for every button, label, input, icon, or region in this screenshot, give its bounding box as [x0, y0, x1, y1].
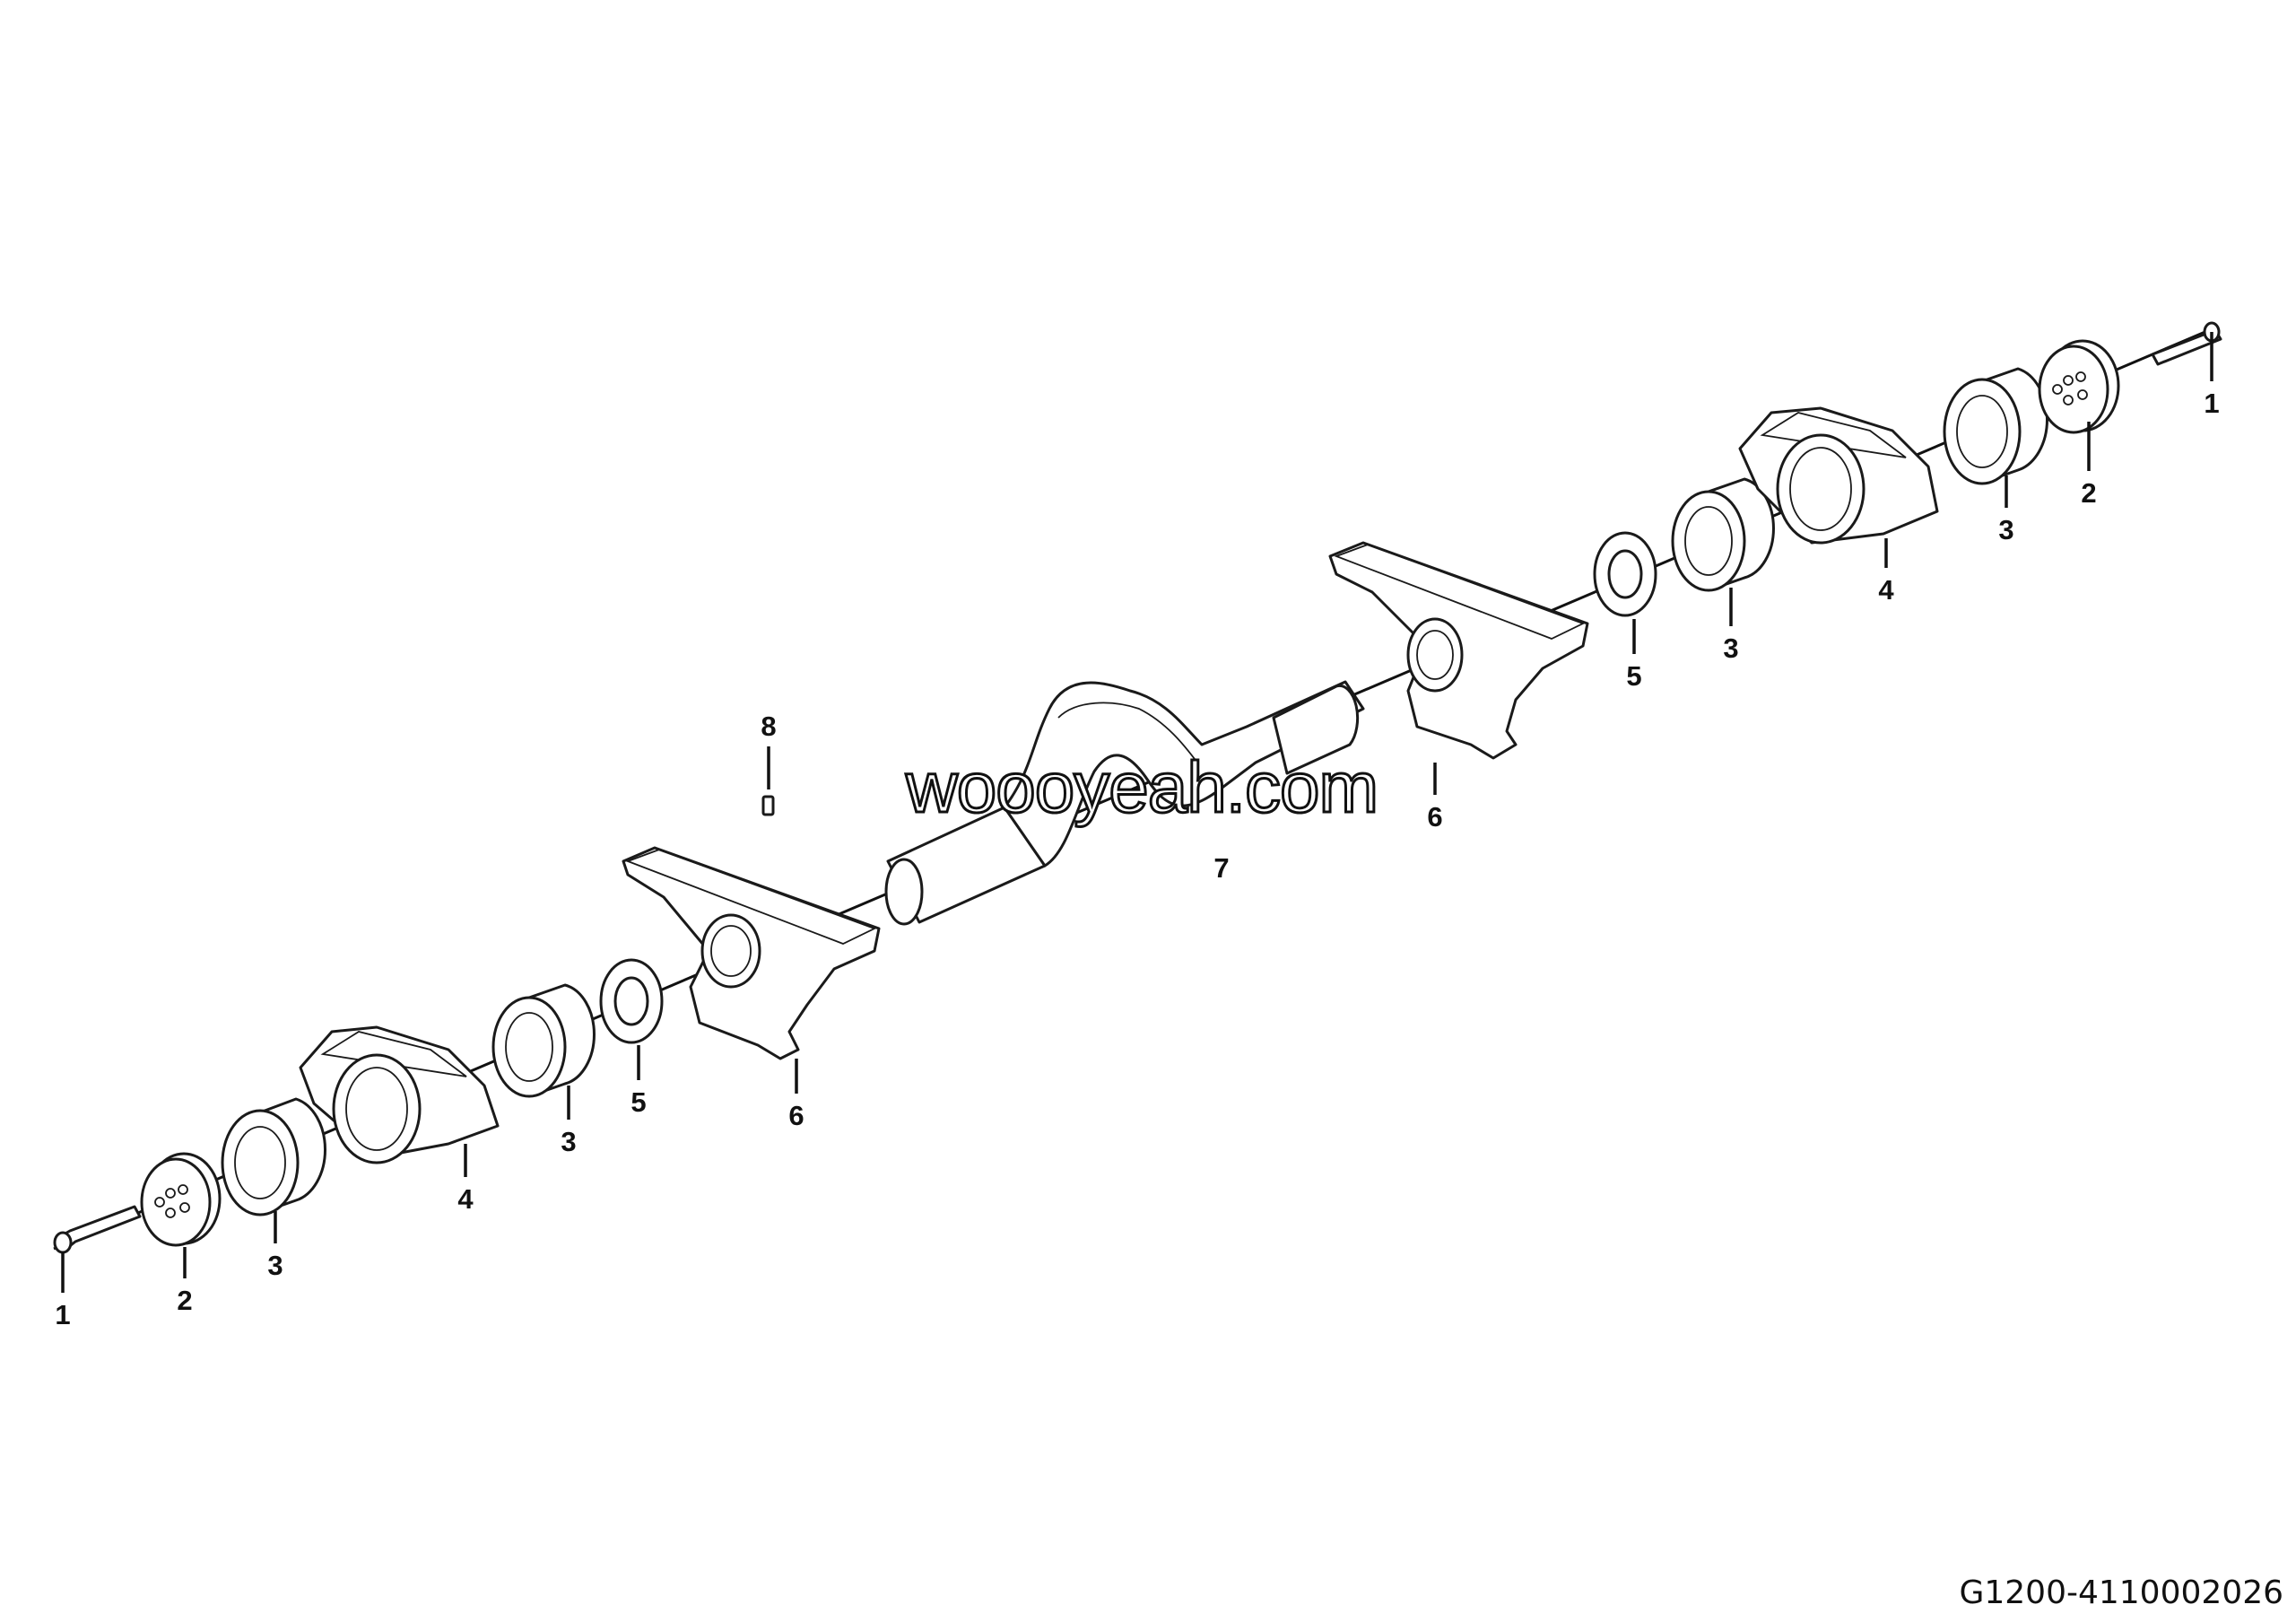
washer-disc-left: [140, 1152, 222, 1247]
callout-3: 3: [561, 1126, 576, 1157]
callout-4: 4: [457, 1183, 474, 1215]
callout-6: 6: [1427, 801, 1442, 833]
bushing-left-outer: [221, 1097, 326, 1216]
callout-3: 3: [267, 1250, 283, 1281]
washer-disc-right: [2038, 339, 2120, 434]
bushing-left-inner: [491, 983, 596, 1098]
bracket-left: [622, 846, 881, 1060]
callout-3: 3: [1998, 514, 2013, 545]
callout-8: 8: [761, 711, 776, 742]
bearing-block-left: [299, 1025, 500, 1164]
pin: [761, 795, 775, 816]
callout-labels: 1 2 3 4 5 6 7 8 6 5 3 4 3 2 1 3: [55, 332, 2220, 1330]
thrust-washer-left: [599, 958, 664, 1044]
callout-2: 2: [2081, 477, 2096, 509]
callout-3: 3: [1723, 632, 1738, 664]
callout-7: 7: [1213, 852, 1229, 884]
bearing-block-right: [1738, 406, 1939, 545]
bushing-right-inner: [1671, 477, 1775, 592]
drawing-code: G1200-4110002026: [1959, 1574, 2283, 1611]
bolt-left: [53, 1205, 142, 1254]
callout-6: 6: [788, 1100, 804, 1131]
callout-1: 1: [55, 1299, 70, 1330]
callout-4: 4: [1878, 574, 1894, 606]
bushing-right-outer: [1943, 367, 2048, 485]
callout-5: 5: [631, 1086, 646, 1118]
callout-1: 1: [2204, 388, 2219, 419]
thrust-washer-right: [1593, 531, 1657, 617]
watermark: woooyeah.com: [904, 747, 1379, 827]
callout-2: 2: [177, 1285, 192, 1316]
callout-5: 5: [1626, 660, 1641, 692]
axle-shaft: [884, 680, 1365, 926]
bracket-right: [1328, 541, 1589, 760]
